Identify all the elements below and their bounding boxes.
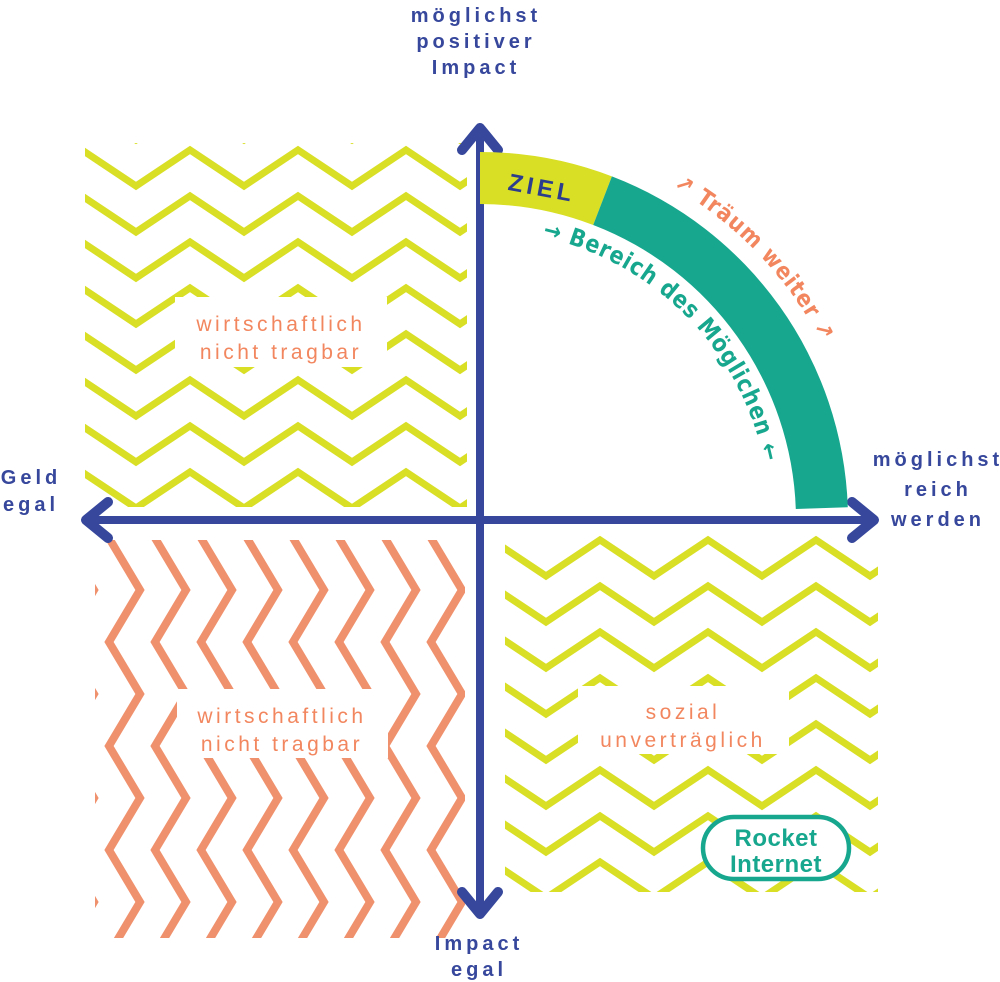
bottom-left-quadrant-label-line1: wirtschaftlich — [196, 705, 366, 728]
bottom-left-quadrant-label-line2: nicht tragbar — [201, 733, 363, 756]
down-arrowhead-icon — [457, 887, 503, 919]
possible-range-arc-segment — [593, 176, 848, 509]
bottom-left-label-box: wirtschaftlich nicht tragbar — [177, 689, 388, 758]
right-axis-label-line2: reich — [904, 479, 972, 501]
top-left-label-box: wirtschaftlich nicht tragbar — [175, 297, 387, 367]
right-axis-label-line3: werden — [890, 509, 985, 531]
badge-label-line1: Rocket — [734, 825, 817, 852]
bottom-right-quadrant-label-line2: unverträglich — [600, 729, 766, 752]
bottom-axis-label: Impact egal — [435, 933, 523, 981]
label-box-background — [177, 689, 388, 758]
top-axis-label-line2: positiver — [416, 31, 535, 53]
top-left-quadrant-label-line2: nicht tragbar — [200, 341, 362, 364]
label-box-background — [175, 297, 387, 367]
right-axis-label-line1: möglichst — [873, 449, 1000, 471]
horizontal-axis — [81, 497, 879, 543]
badge-pill-outline — [700, 814, 852, 882]
bottom-right-quadrant-label-line1: sozial — [646, 701, 721, 724]
left-arrowhead-icon — [81, 497, 113, 543]
bottom-right-label-box: sozial unverträglich — [578, 686, 789, 754]
right-axis-label: möglichst reich werden — [873, 449, 1000, 531]
left-axis-label-line1: Geld — [1, 467, 61, 489]
ziel-arc-segment — [480, 151, 612, 225]
right-arrowhead-icon — [847, 497, 879, 543]
left-axis-label: Geld egal — [1, 467, 61, 516]
up-arrowhead-icon — [457, 123, 503, 155]
top-axis-label-line1: möglichst — [411, 5, 541, 27]
label-box-background — [578, 686, 789, 754]
rocket-internet-badge: Rocket Internet — [700, 814, 852, 882]
left-axis-label-line2: egal — [3, 494, 59, 516]
top-left-quadrant-label-line1: wirtschaftlich — [195, 313, 365, 336]
bottom-axis-label-line1: Impact — [435, 933, 523, 955]
top-axis-label: möglichst positiver Impact — [411, 5, 541, 79]
top-axis-label-line3: Impact — [432, 57, 520, 79]
bottom-axis-label-line2: egal — [451, 959, 507, 981]
badge-label-line2: Internet — [730, 851, 822, 878]
